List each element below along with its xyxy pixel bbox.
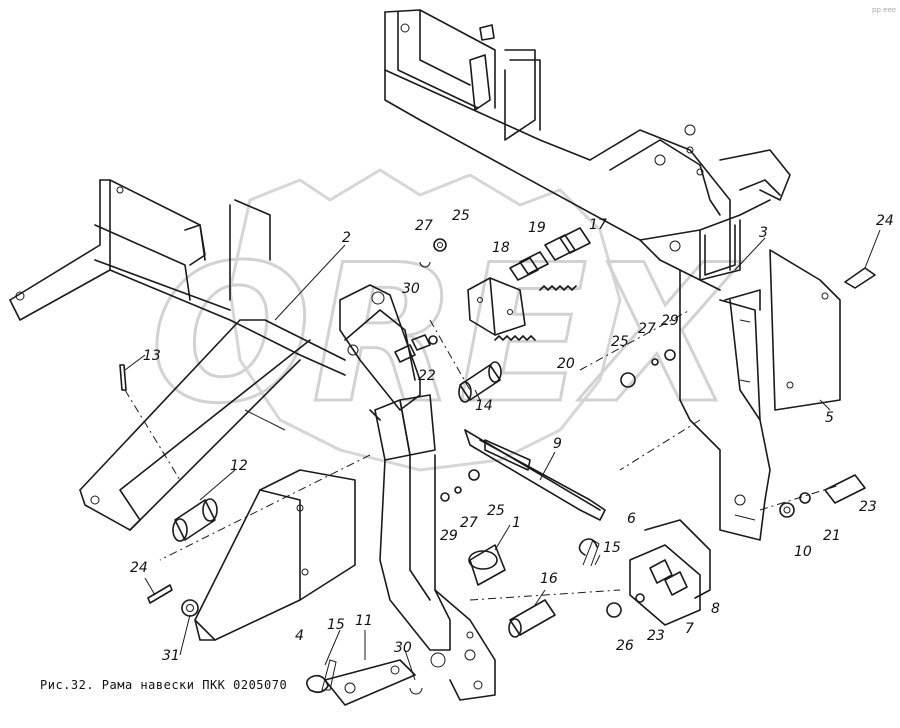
callout-29-right: 29	[661, 313, 679, 329]
callout-17: 17	[589, 217, 607, 233]
corner-mark: pp eee	[872, 6, 897, 14]
figure-caption: Рис.32. Рама навески ПКК 0205070	[40, 678, 288, 692]
callout-11: 11	[355, 613, 373, 629]
leader-lines	[124, 229, 881, 681]
callout-29-low: 29	[440, 528, 458, 544]
link-part-11	[324, 659, 416, 706]
callout-30-low: 30	[394, 640, 412, 656]
left-beam	[9, 179, 346, 376]
bushings-part-17-19	[509, 227, 591, 281]
callout-22: 22	[418, 368, 436, 384]
watermark: OREX	[149, 168, 744, 472]
callout-27-low: 27	[460, 515, 478, 531]
plate-part-4	[194, 469, 356, 641]
callout-24-left: 24	[130, 560, 148, 576]
callout-19: 19	[528, 220, 546, 236]
callout-9: 9	[553, 436, 562, 452]
callout-26: 26	[616, 638, 634, 654]
bracket-part-18	[467, 277, 526, 336]
strip-part-9	[464, 429, 606, 521]
bushing-part-1	[468, 544, 506, 586]
plates-part-6-7-8	[629, 519, 711, 626]
callout-5: 5	[825, 410, 834, 426]
clip-part-15	[306, 538, 598, 694]
brace-part-2	[79, 319, 346, 531]
fasteners	[147, 238, 876, 695]
callout-23-lower: 23	[647, 628, 665, 644]
upper-beam	[384, 9, 791, 291]
bushing-part-14	[458, 361, 502, 403]
callout-10: 10	[794, 544, 812, 560]
roller-part-12	[172, 498, 218, 542]
callout-20: 20	[557, 356, 575, 372]
pin-part-16	[508, 599, 556, 638]
springs-part-20	[494, 285, 577, 341]
callout-14: 14	[475, 398, 493, 414]
callout-25-top: 25	[452, 208, 470, 224]
right-post	[679, 269, 771, 541]
callout-30-top: 30	[402, 281, 420, 297]
pin-part-13	[119, 364, 127, 391]
callout-25-mid: 25	[611, 334, 629, 350]
callout-23-right: 23	[859, 499, 877, 515]
callout-3: 3	[759, 225, 768, 241]
callout-15-clip: 15	[603, 540, 621, 556]
callout-18: 18	[492, 240, 510, 256]
callout-25-low: 25	[487, 503, 505, 519]
callout-12: 12	[230, 458, 248, 474]
callout-6: 6	[627, 511, 636, 527]
part-labels: 1 2 3 4 5 6 7 8 9 10 11 12 13 14 15 15 1…	[130, 208, 894, 664]
callout-2: 2	[342, 230, 351, 246]
callout-8: 8	[711, 601, 720, 617]
centerlines	[124, 309, 841, 601]
plate-part-5	[769, 249, 841, 411]
callout-4: 4	[295, 628, 304, 644]
callout-31: 31	[162, 648, 180, 664]
callout-13: 13	[143, 348, 161, 364]
callout-24-right: 24	[876, 213, 894, 229]
callout-21: 21	[823, 528, 841, 544]
callout-27-top: 27	[415, 218, 433, 234]
callout-7: 7	[685, 621, 694, 637]
callout-16: 16	[540, 571, 558, 587]
callout-15-lower: 15	[327, 617, 345, 633]
callout-1: 1	[512, 515, 521, 531]
callout-27-mid: 27	[638, 321, 656, 337]
central-bracket	[339, 284, 496, 701]
